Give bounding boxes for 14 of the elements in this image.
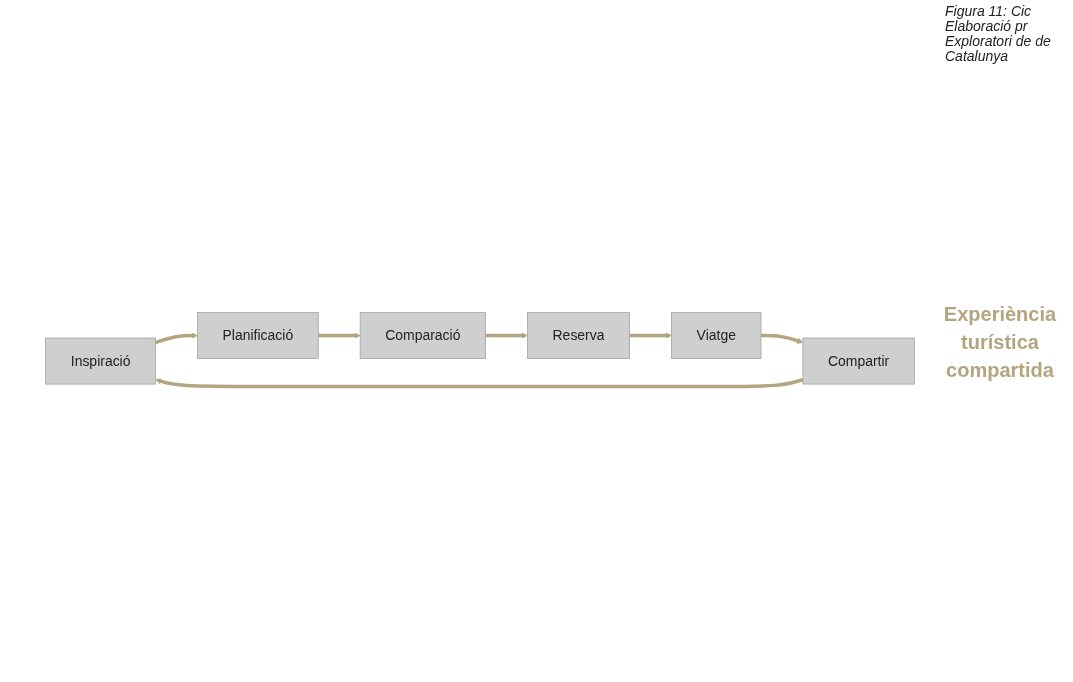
node-box: Planificació: [197, 312, 319, 360]
arrow: [155, 332, 198, 345]
arrow: [485, 332, 528, 340]
arrow: [761, 334, 804, 345]
node-box: Comparació: [359, 312, 486, 360]
node-box: Compartir: [802, 338, 915, 385]
figure-caption: Figura 11: Cic Elaboració pr Exploratori de de Catalunya: [945, 4, 1052, 64]
arrow: [318, 332, 361, 340]
center-label: Experiència turística compartida: [942, 302, 1058, 383]
node-box: Viatge: [671, 312, 762, 360]
arrow: [155, 378, 804, 389]
node-box: Reserva: [527, 312, 630, 360]
arrow: [629, 332, 672, 340]
node-box: Inspiració: [45, 338, 156, 385]
